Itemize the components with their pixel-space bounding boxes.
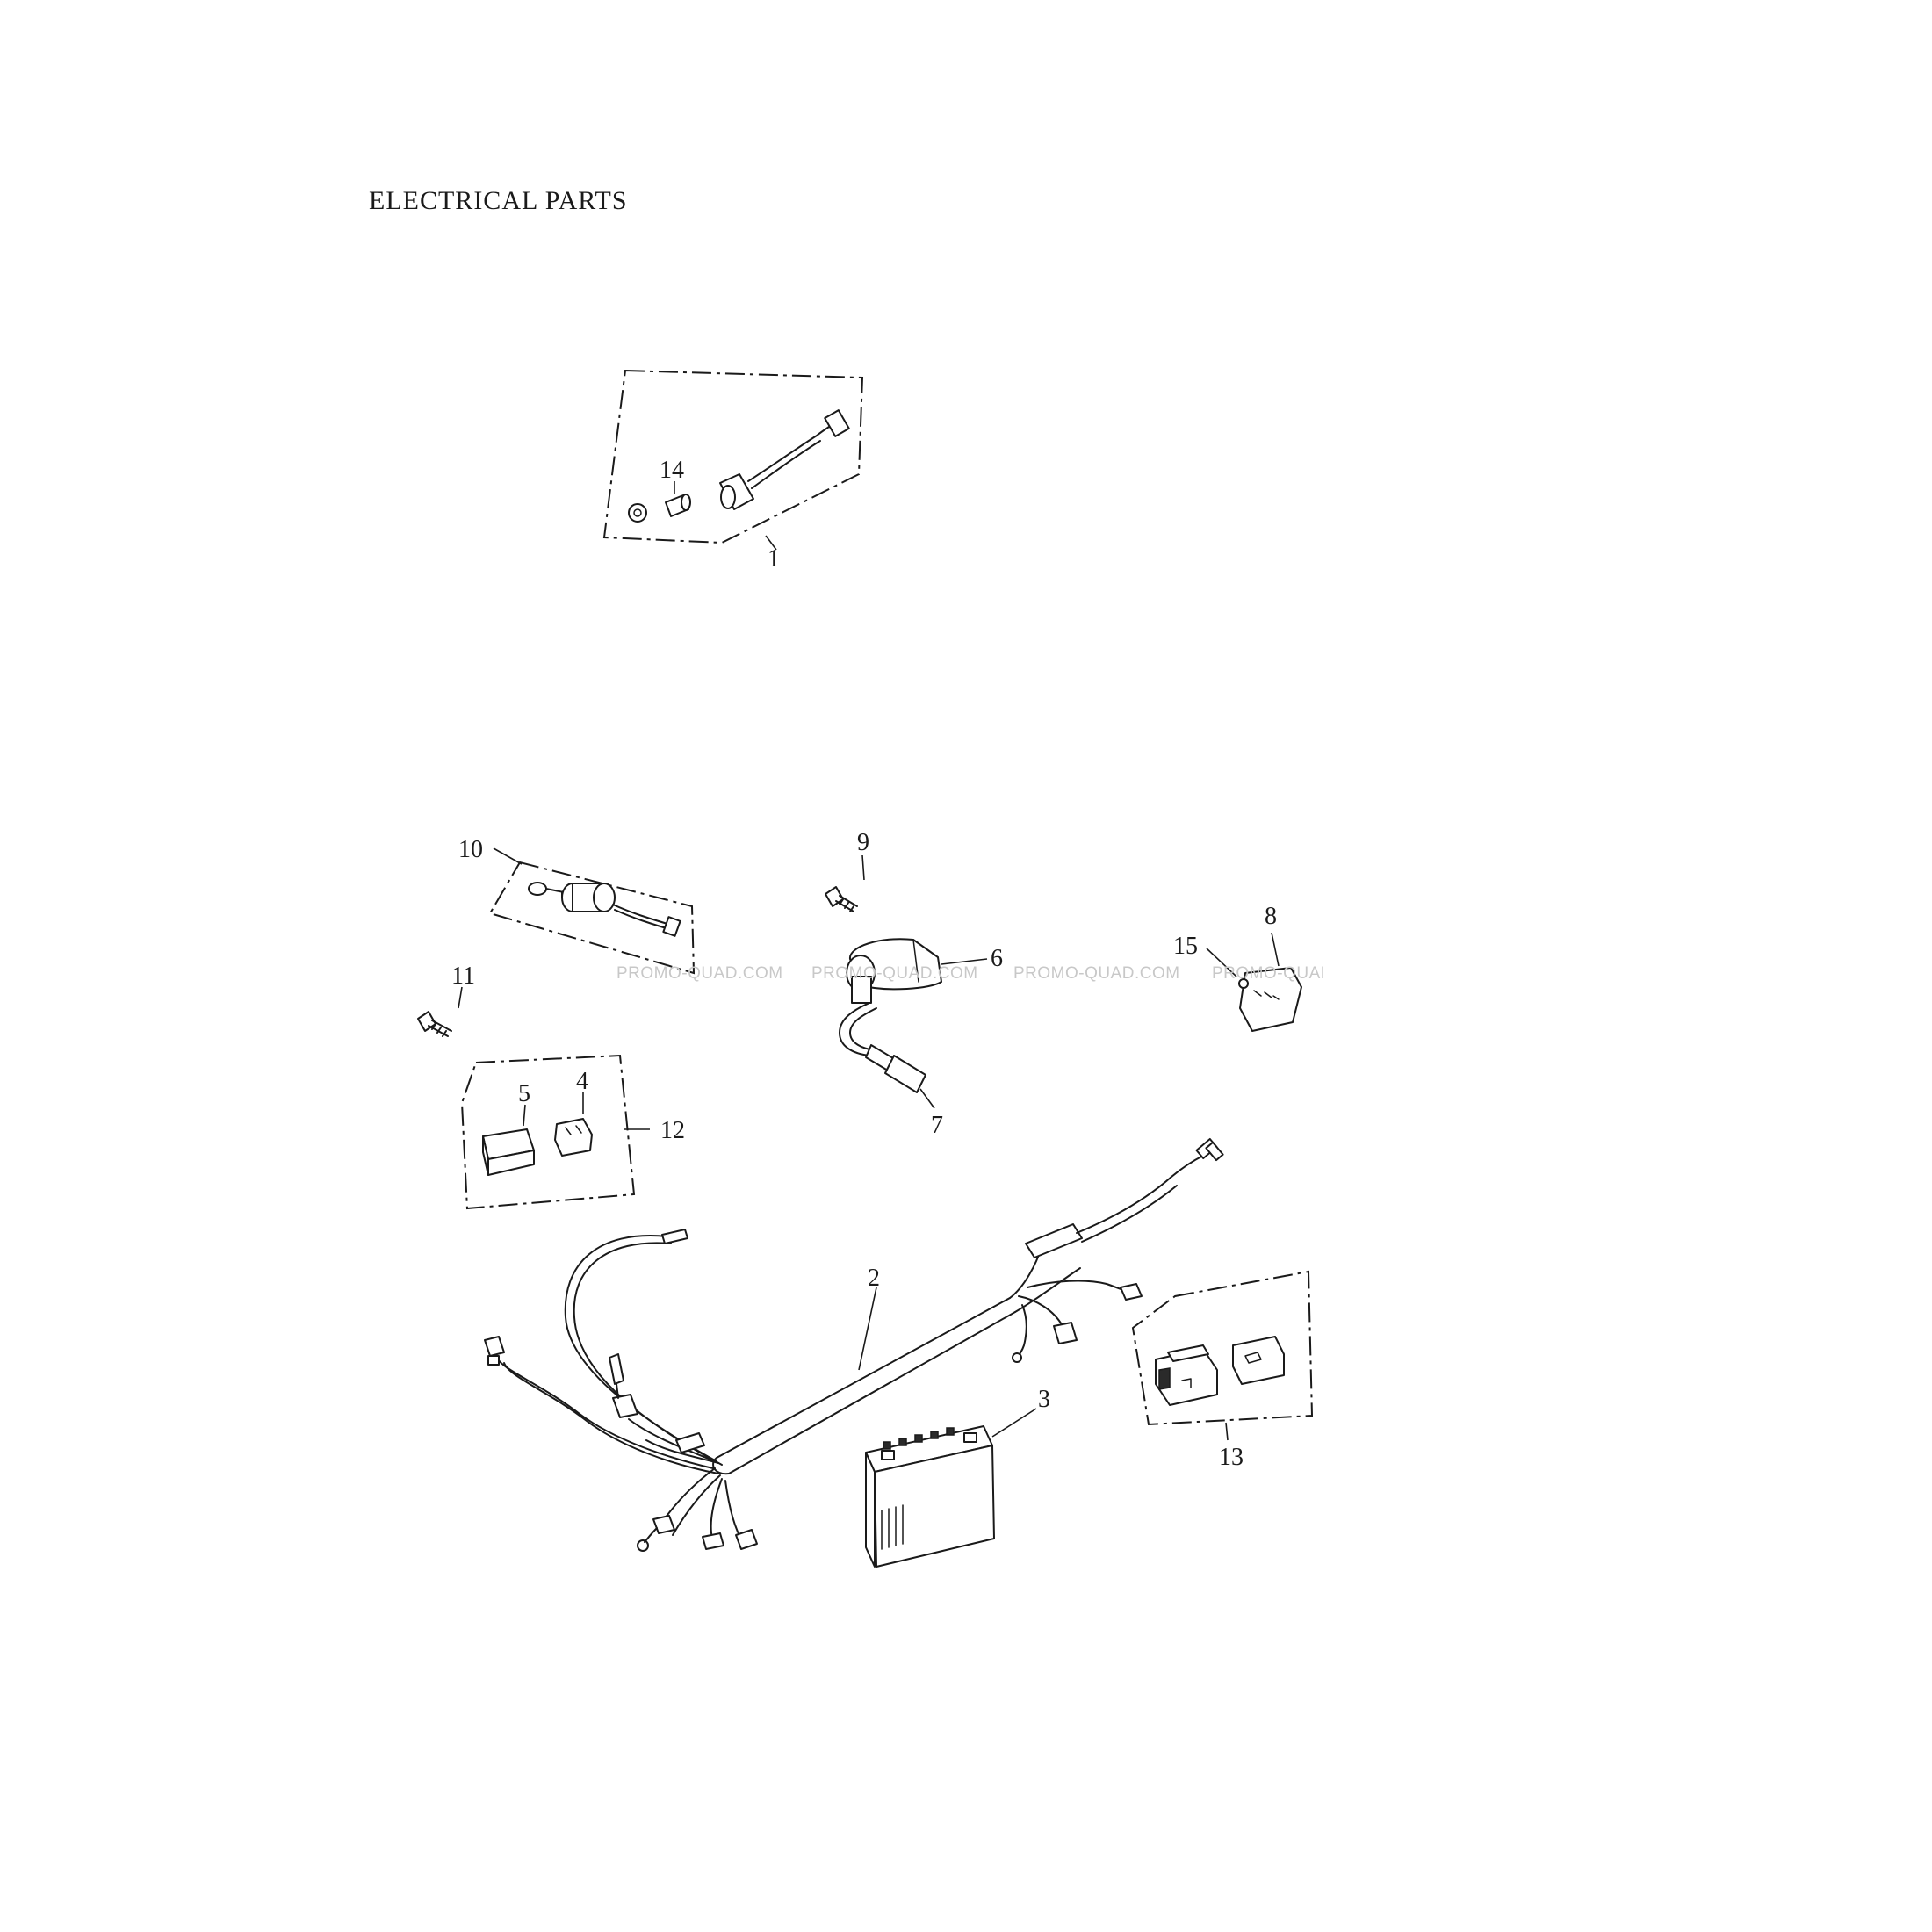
- part-14-contact-icon: [665, 494, 691, 517]
- watermark-4-clipped: PROMO-QUAD.COM: [1212, 964, 1379, 983]
- part-15-relay-bracket-icon: [1206, 948, 1249, 989]
- callout-11: 11: [451, 962, 475, 990]
- part-11-bolt-icon: [417, 986, 463, 1037]
- part-2-wire-harness-icon: [484, 1137, 1224, 1552]
- callout-9: 9: [857, 829, 869, 856]
- part-3-battery-icon: [865, 1408, 1037, 1568]
- page-title: ELECTRICAL PARTS: [369, 186, 628, 215]
- callout-6: 6: [991, 945, 1003, 972]
- switch-sensor-icon: [719, 409, 850, 510]
- watermark-1: PROMO-QUAD.COM: [616, 964, 783, 983]
- part-6-ignition-coil-icon: [846, 938, 988, 1004]
- callout-4: 4: [576, 1068, 588, 1095]
- watermark-3: PROMO-QUAD.COM: [1013, 964, 1180, 983]
- part-5-fuse-box-icon: [482, 1104, 535, 1176]
- callout-7: 7: [931, 1112, 943, 1139]
- ignition-switch-body-icon: [561, 883, 681, 937]
- callout-13: 13: [1219, 1444, 1244, 1471]
- part-7-plug-cap-icon: [839, 1002, 935, 1109]
- part-12-fuse-assembly: [460, 1054, 650, 1210]
- part-13-relay-assembly: [1131, 1270, 1314, 1441]
- part-9-bolt-icon: [825, 854, 865, 912]
- callout-14: 14: [660, 457, 684, 484]
- part-1-switch-assembly: [602, 369, 864, 551]
- part-10-ignition-switch: [488, 847, 696, 975]
- part-nut-icon: [628, 503, 647, 523]
- callout-3: 3: [1038, 1386, 1050, 1413]
- callout-10: 10: [458, 836, 483, 863]
- part-4-fuse-icon: [554, 1092, 593, 1157]
- callout-2: 2: [868, 1265, 880, 1292]
- callout-5: 5: [518, 1080, 530, 1107]
- callout-15: 15: [1173, 933, 1198, 960]
- starter-relay-icon: [1155, 1344, 1218, 1406]
- part-8-relay-icon: [1239, 932, 1302, 1032]
- callout-1: 1: [768, 545, 780, 573]
- callout-12: 12: [660, 1117, 685, 1144]
- watermark-2: PROMO-QUAD.COM: [811, 964, 978, 983]
- regulator-icon: [1232, 1336, 1285, 1385]
- callout-8: 8: [1265, 903, 1277, 930]
